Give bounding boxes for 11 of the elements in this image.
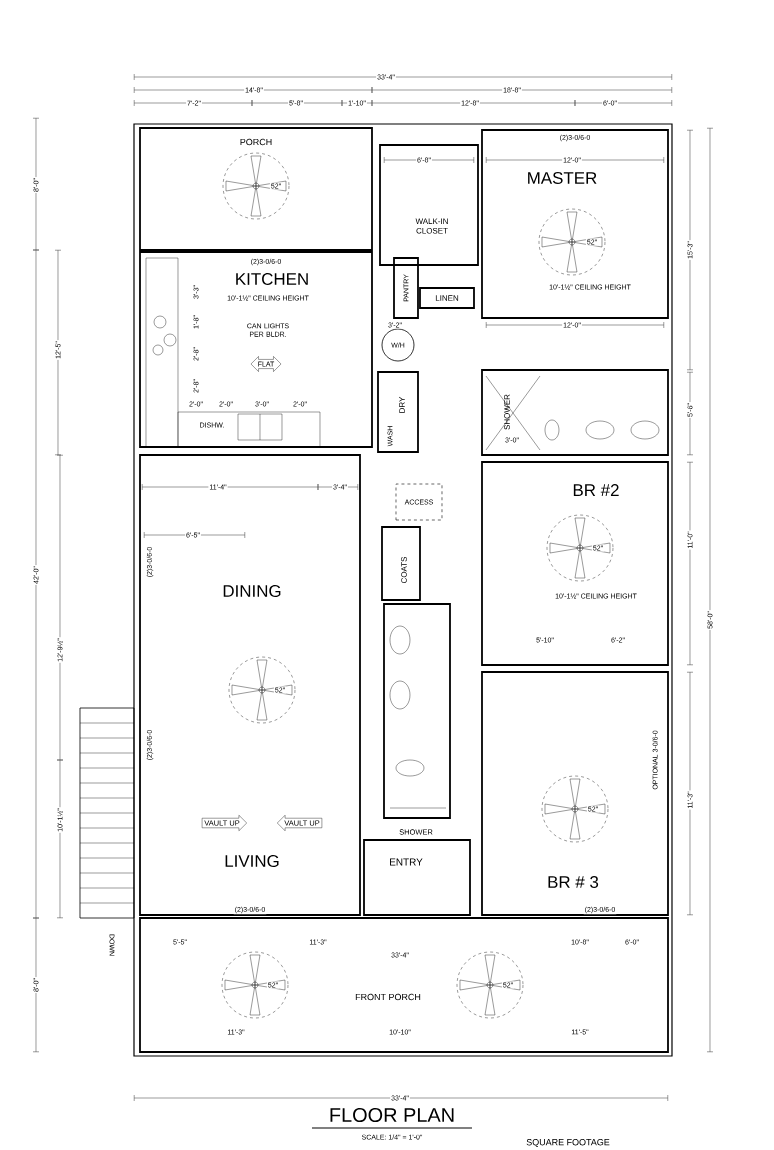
room-name: MASTER [528, 172, 597, 184]
room-name: DINING [223, 585, 281, 597]
room-name: LIVING [225, 855, 279, 867]
room-name: KITCHEN [236, 273, 308, 285]
room-name: FRONT PORCH [355, 993, 421, 1001]
room-name: BR # 3 [548, 876, 599, 888]
plan-label: SQUARE FOOTAGE [525, 1138, 611, 1148]
room-name: BR #2 [573, 484, 619, 496]
room-name: PORCH [240, 138, 272, 146]
plan-title: FLOOR PLAN [330, 1107, 454, 1123]
room-name: ENTRY [390, 858, 423, 866]
